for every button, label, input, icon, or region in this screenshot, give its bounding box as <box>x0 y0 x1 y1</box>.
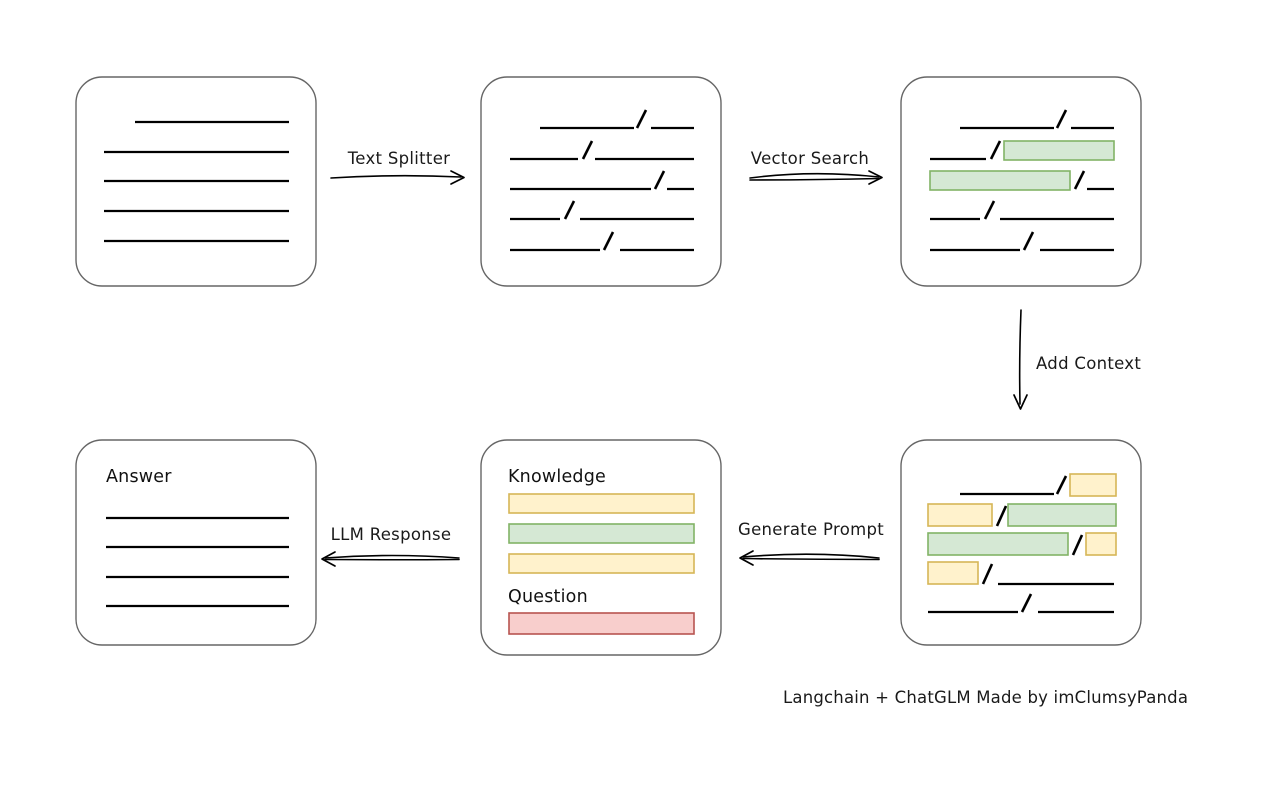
context-document-lines <box>927 473 1117 614</box>
edge-text-splitter: Text Splitter <box>330 149 465 185</box>
prompt-chip-yellow-2 <box>508 553 695 574</box>
prompt-question-chips <box>508 612 695 635</box>
edge-add-context-label: Add Context <box>1036 354 1141 373</box>
node-matched-document[interactable] <box>900 76 1142 287</box>
context-chip-yellow-4 <box>927 561 979 585</box>
split-document-box[interactable] <box>480 76 722 287</box>
context-chip-yellow-3 <box>1085 532 1117 556</box>
context-chip-yellow-1 <box>1069 473 1117 497</box>
node-context-document[interactable] <box>900 439 1142 646</box>
edge-llm-response-label: LLM Response <box>331 525 452 544</box>
context-chip-green-1 <box>1007 503 1117 527</box>
node-source-document[interactable] <box>75 76 317 287</box>
source-document-lines <box>104 120 289 243</box>
prompt-knowledge-heading: Knowledge <box>508 467 606 487</box>
answer-box[interactable] <box>75 439 317 646</box>
prompt-question-heading: Question <box>508 587 588 607</box>
context-chip-yellow-2 <box>927 503 993 527</box>
edge-vector-search: Vector Search <box>749 149 883 185</box>
edge-text-splitter-label: Text Splitter <box>347 149 451 168</box>
node-answer[interactable]: Answer <box>75 439 317 646</box>
split-document-lines <box>510 109 694 252</box>
prompt-chip-red-1 <box>508 612 695 635</box>
answer-lines <box>106 516 289 608</box>
footer-credit: Langchain + ChatGLM Made by imClumsyPand… <box>783 688 1188 707</box>
node-split-document[interactable] <box>480 76 722 287</box>
matched-document-lines <box>929 109 1115 252</box>
edge-llm-response: LLM Response <box>321 525 460 567</box>
prompt-knowledge-chips <box>508 493 695 574</box>
matched-chip-green-2 <box>929 170 1071 191</box>
edge-add-context: Add Context <box>1013 309 1141 410</box>
edge-generate-prompt: Generate Prompt <box>738 520 884 566</box>
matched-chip-green-1 <box>1003 140 1115 161</box>
node-prompt[interactable]: Knowledge Question <box>480 439 722 656</box>
answer-heading: Answer <box>106 467 172 487</box>
edge-generate-prompt-label: Generate Prompt <box>738 520 884 539</box>
context-chip-green-2 <box>927 532 1069 556</box>
edge-vector-search-label: Vector Search <box>751 149 869 168</box>
prompt-chip-yellow-1 <box>508 493 695 514</box>
prompt-chip-green-1 <box>508 523 695 544</box>
